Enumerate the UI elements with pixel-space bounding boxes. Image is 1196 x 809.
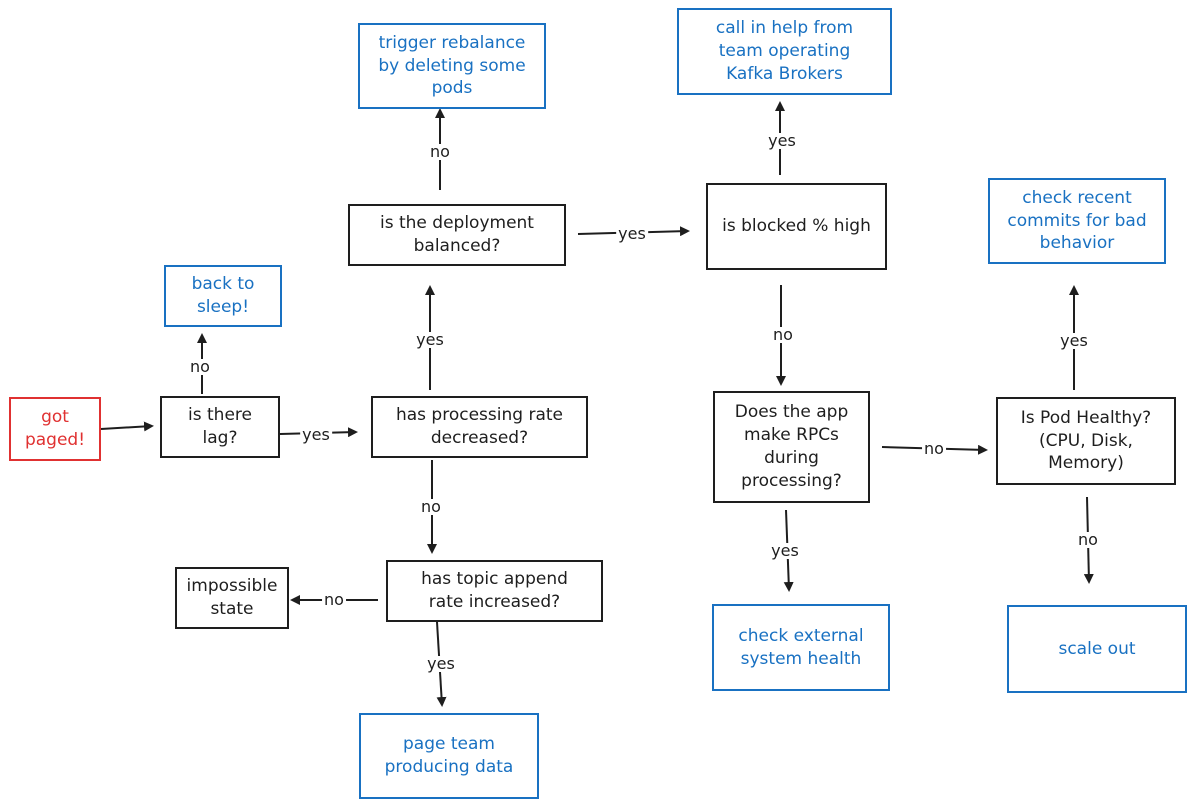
blocked-high-node: is blocked % high [706, 183, 887, 270]
append-no-label: no [322, 590, 346, 609]
page-team-node: page team producing data [359, 713, 539, 799]
rpc-no-label: no [922, 439, 946, 458]
lag-no-label: no [188, 357, 212, 376]
pod-healthy-node: Is Pod Healthy? (CPU, Disk, Memory) [996, 397, 1176, 485]
pod-yes-label: yes [1058, 331, 1090, 350]
balanced-no-label: no [428, 142, 452, 161]
back-to-sleep-node: back to sleep! [164, 265, 282, 327]
rate-yes-label: yes [414, 330, 446, 349]
check-external-node: check external system health [712, 604, 890, 691]
pod-no-label: no [1076, 530, 1100, 549]
lag-yes-label: yes [300, 425, 332, 444]
balanced-yes-label: yes [616, 224, 648, 243]
trigger-rebalance-node: trigger rebalance by deleting some pods [358, 23, 546, 109]
blocked-yes-label: yes [766, 131, 798, 150]
deployment-balanced-node: is the deployment balanced? [348, 204, 566, 266]
scale-out-node: scale out [1007, 605, 1187, 693]
got-paged-node: got paged! [9, 397, 101, 461]
topic-append-node: has topic append rate increased? [386, 560, 603, 622]
rate-no-label: no [419, 497, 443, 516]
rpc-yes-label: yes [769, 541, 801, 560]
is-there-lag-node: is there lag? [160, 396, 280, 458]
arrow-paged-to-lag [100, 421, 154, 432]
processing-rate-node: has processing rate decreased? [371, 396, 588, 458]
impossible-state-node: impossible state [175, 567, 289, 629]
rpcs-node: Does the app make RPCs during processing… [713, 391, 870, 503]
call-help-node: call in help from team operating Kafka B… [677, 8, 892, 95]
append-yes-label: yes [425, 654, 457, 673]
check-commits-node: check recent commits for bad behavior [988, 178, 1166, 264]
blocked-no-label: no [771, 325, 795, 344]
